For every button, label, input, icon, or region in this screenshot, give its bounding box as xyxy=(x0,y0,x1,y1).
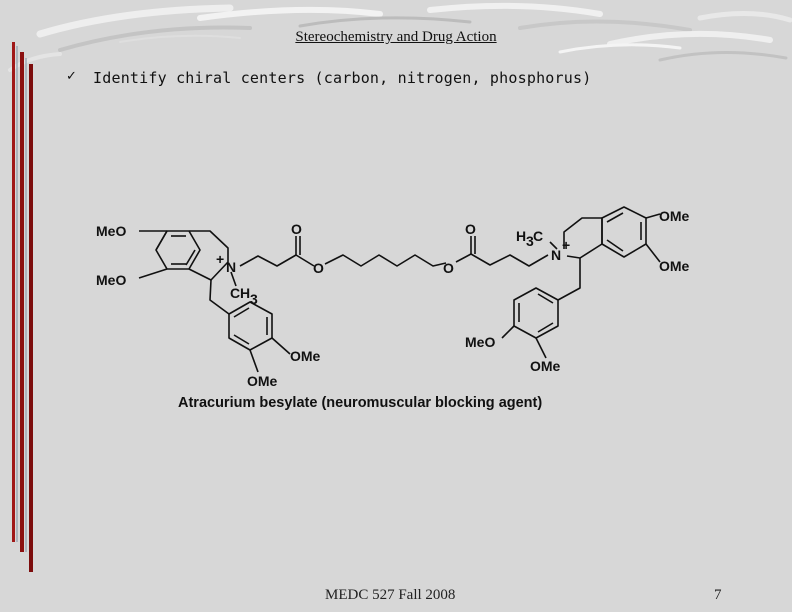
left-nitrogen-label: N xyxy=(226,259,236,275)
right-ester-o-label: O xyxy=(443,260,454,276)
right-benzyl-meo-label: MeO xyxy=(465,334,495,350)
accent-bar-shadow xyxy=(25,58,27,552)
accent-bar xyxy=(29,64,33,572)
right-methyl-c-label: C xyxy=(533,228,543,244)
bullet-text: Identify chiral centers (carbon, nitroge… xyxy=(93,69,592,87)
left-benzyl-ome-label: OMe xyxy=(247,373,278,389)
atracurium-structure: MeO MeO + N C H 3 O O OMe OMe O O H 3 C … xyxy=(96,206,690,389)
left-n-charge: + xyxy=(216,251,224,267)
left-benzyl-ome-label: OMe xyxy=(290,348,321,364)
right-methyl-h-label: H xyxy=(516,228,526,244)
right-ome-label: OMe xyxy=(659,208,690,224)
right-n-charge: + xyxy=(562,237,570,253)
footer-course: MEDC 527 Fall 2008 xyxy=(325,587,456,603)
left-ester-o-label: O xyxy=(313,260,324,276)
left-methyl-h-label: H xyxy=(240,285,250,301)
left-meo-label: MeO xyxy=(96,223,126,239)
page-number: 7 xyxy=(714,587,722,603)
accent-bar xyxy=(12,42,15,542)
right-carbonyl-o-label: O xyxy=(465,221,476,237)
accent-bar-shadow xyxy=(16,46,18,542)
left-meo-label: MeO xyxy=(96,272,126,288)
left-methyl-subscript: 3 xyxy=(250,291,258,307)
checkmark-icon: ✓ xyxy=(66,69,77,84)
right-nitrogen-label: N xyxy=(551,247,561,263)
structure-caption: Atracurium besylate (neuromuscular block… xyxy=(178,395,543,411)
right-benzyl-ome-label: OMe xyxy=(530,358,561,374)
left-methyl-c-label: C xyxy=(230,285,240,301)
accent-bar xyxy=(20,52,24,552)
left-carbonyl-o-label: O xyxy=(291,221,302,237)
right-ome-label: OMe xyxy=(659,258,690,274)
right-methyl-subscript: 3 xyxy=(526,233,534,249)
slide-title: Stereochemistry and Drug Action xyxy=(295,29,497,45)
